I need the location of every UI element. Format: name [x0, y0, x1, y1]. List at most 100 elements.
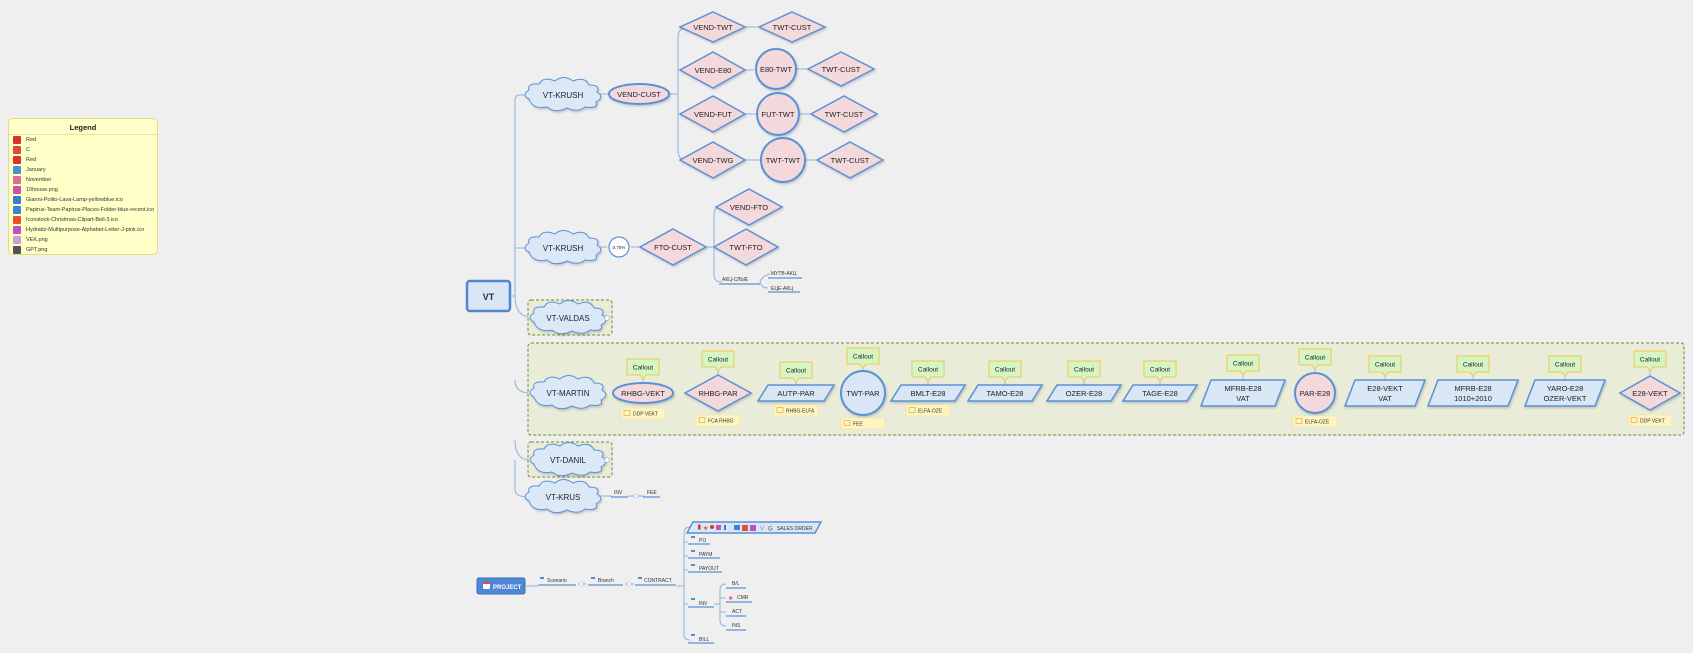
- twt-fto-diamond[interactable]: TWT-FTO: [712, 228, 780, 266]
- collapse-toggle[interactable]: [604, 457, 610, 463]
- callout-bubble[interactable]: Callout: [911, 360, 945, 382]
- inv-topic[interactable]: INV: [688, 598, 714, 608]
- martin-node-shape: [1523, 379, 1607, 407]
- legend-item-label: Red: [26, 137, 37, 143]
- letter-j-icon: [13, 226, 21, 234]
- twt-cust-diamond[interactable]: TWT-CUST: [815, 141, 885, 179]
- vend-fut-diamond[interactable]: VEND-FUT: [678, 95, 747, 133]
- callout-bubble[interactable]: Callout: [846, 347, 880, 369]
- callout-bubble[interactable]: Callout: [1143, 360, 1177, 382]
- callout-bubble[interactable]: Callout: [988, 360, 1022, 382]
- martin-node-label: YARO-E28: [1547, 384, 1584, 393]
- twt-cust-diamond[interactable]: TWT-CUST: [806, 51, 876, 87]
- fto-cust-diamond[interactable]: FTO-CUST: [638, 228, 708, 266]
- red-flag-icon: [13, 136, 21, 144]
- callout-bubble[interactable]: Callout: [1226, 354, 1260, 376]
- vend-twt-diamond[interactable]: VEND-TWT: [678, 11, 747, 43]
- callout-bubble[interactable]: Callout: [1548, 355, 1582, 377]
- house-icon: [716, 525, 721, 530]
- legend-item: C: [9, 145, 157, 155]
- svg-text:Callout: Callout: [1233, 361, 1253, 368]
- twt-cust-diamond[interactable]: TWT-CUST: [757, 11, 827, 43]
- fee-topic[interactable]: FEE: [643, 490, 660, 498]
- act-topic[interactable]: ACT: [726, 609, 746, 617]
- e80-twt-circle[interactable]: E80-TWT: [755, 48, 797, 90]
- svg-text:TWT-FTO: TWT-FTO: [729, 243, 762, 252]
- bill-topic[interactable]: BILL: [688, 634, 714, 644]
- branch-vt-martin[interactable]: VT-MARTIN: [529, 375, 607, 410]
- svg-text:Callout: Callout: [1074, 367, 1094, 374]
- po-topic[interactable]: PO: [688, 536, 710, 545]
- callout-bubble[interactable]: Callout: [779, 361, 813, 383]
- vend-twg-diamond[interactable]: VEND-TWG: [678, 141, 747, 179]
- callout-bubble[interactable]: Callout: [1456, 355, 1490, 377]
- branch-vt-krush-1[interactable]: VT-KRUSH: [524, 77, 602, 112]
- martin-node-shape: [683, 374, 753, 412]
- inv-topic[interactable]: INV: [611, 490, 628, 498]
- martin-node-label: RHBG-VEKT: [621, 389, 665, 398]
- red-star-icon: ★: [703, 525, 708, 532]
- note-tag[interactable]: ELFA-OZE: [1292, 415, 1338, 428]
- twt-twt-circle[interactable]: TWT-TWT: [760, 137, 806, 183]
- scenario-topic[interactable]: Scenario: [538, 577, 576, 586]
- branch-vt-danil[interactable]: VT-DANIL: [527, 441, 613, 478]
- contract-topic[interactable]: CONTRACT: [635, 577, 676, 586]
- note-tag[interactable]: ELFA-OZE: [905, 404, 951, 417]
- sales-order-node[interactable]: ★ V G SALES ORDER: [685, 521, 823, 534]
- fut-twt-circle[interactable]: FUT-TWT: [756, 92, 800, 136]
- callout-bubble[interactable]: Callout: [1298, 348, 1332, 370]
- branch-vt-valdas[interactable]: VT-VALDAS: [527, 299, 613, 336]
- note-tag[interactable]: FCA RHBG: [695, 414, 741, 427]
- callout-bubble[interactable]: Callout: [1368, 355, 1402, 377]
- vend-cust-node[interactable]: VEND-CUST: [608, 83, 670, 105]
- leaf-topic[interactable]: ЕЦЕ-АКЦ: [768, 286, 800, 293]
- callout-bubble[interactable]: Callout: [626, 358, 660, 380]
- legend-item-label: Iconstock-Christmas-Clipart-Bell-3.ico: [26, 217, 118, 223]
- project-node[interactable]: PROJECT: [476, 577, 526, 595]
- twt-cust-diamond[interactable]: TWT-CUST: [809, 95, 879, 133]
- paymt-topic[interactable]: PAYM: [688, 550, 720, 559]
- branch-topic[interactable]: Branch: [588, 577, 623, 586]
- branch-vt-krush-2[interactable]: VT-KRUSH: [524, 230, 602, 265]
- collapse-toggle[interactable]: [604, 315, 610, 321]
- bl-topic[interactable]: B/L: [726, 581, 746, 589]
- svg-text:VEND-TWT: VEND-TWT: [693, 23, 733, 32]
- note-tag[interactable]: RHBG-ELFA: [773, 404, 819, 417]
- svg-text:INV: INV: [699, 601, 708, 607]
- svg-text:RHBG-ELFA: RHBG-ELFA: [786, 409, 815, 415]
- calendar-january-icon: [540, 577, 544, 579]
- note-tag[interactable]: DDP VEKT: [620, 407, 666, 420]
- red-person-icon: [710, 525, 714, 529]
- rate-circle[interactable]: 0.75%: [608, 236, 630, 258]
- payout-topic[interactable]: PAYOUT: [688, 564, 722, 573]
- callout-bubble[interactable]: Callout: [701, 350, 735, 372]
- note-tag[interactable]: FEE: [840, 417, 886, 430]
- svg-text:ЕЦЕ-АКЦ: ЕЦЕ-АКЦ: [771, 286, 793, 292]
- cmr-topic[interactable]: ★ CMR: [726, 595, 752, 603]
- small-topic[interactable]: АКЦ-СЛЫЕ: [719, 277, 760, 285]
- note-tag[interactable]: DDP VEKT: [1627, 414, 1673, 427]
- ins-topic[interactable]: INS: [726, 623, 746, 631]
- callout-bubble[interactable]: Callout: [1067, 360, 1101, 382]
- vend-fto-diamond[interactable]: VEND-FTO: [714, 188, 784, 226]
- root-node[interactable]: VT: [465, 279, 512, 313]
- vend-e80-diamond[interactable]: VEND-E80: [678, 51, 747, 89]
- svg-text:Callout: Callout: [918, 367, 938, 374]
- branch-vt-krus[interactable]: VT-KRUS: [524, 479, 602, 514]
- callout-bubble[interactable]: Callout: [1633, 350, 1667, 372]
- leaf-topic[interactable]: МУТВ-АКЦ: [768, 271, 802, 279]
